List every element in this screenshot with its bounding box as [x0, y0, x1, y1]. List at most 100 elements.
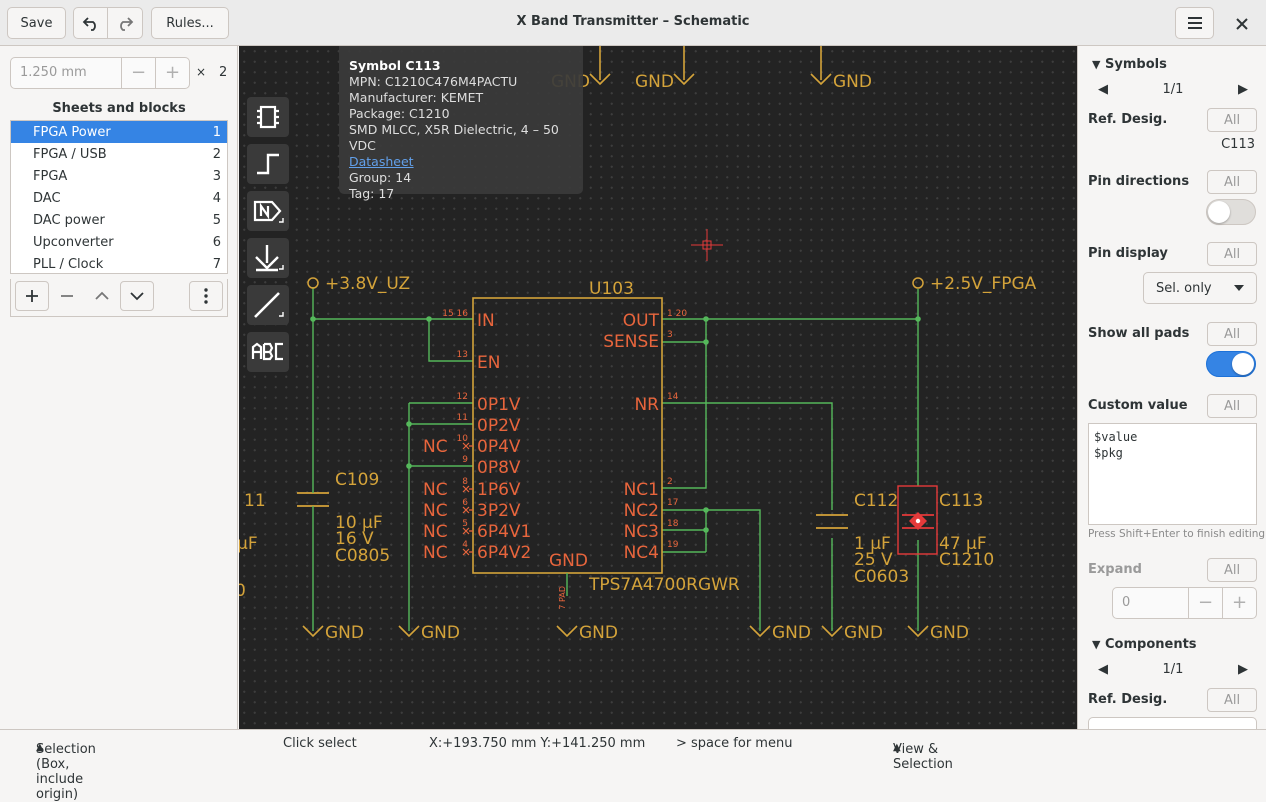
move-sheet-up-button[interactable]: [85, 281, 119, 311]
place-symbol-tool[interactable]: [247, 97, 289, 137]
svg-text:NC4: NC4: [624, 543, 659, 563]
pin-display-dropdown[interactable]: Sel. only: [1143, 272, 1257, 304]
nc-markers: [462, 442, 473, 556]
triangle-left-icon[interactable]: ◀: [1098, 662, 1108, 677]
save-button[interactable]: Save: [7, 7, 66, 39]
custom-value-textarea[interactable]: $value $pkg: [1088, 423, 1257, 525]
dropdown-arrow-icon: [1234, 285, 1244, 291]
ic-u103[interactable]: U103 TPS7A4700RGWR IN EN 0P1V 0P2V 0P4V …: [442, 279, 740, 610]
triangle-right-icon[interactable]: ▶: [1237, 662, 1248, 677]
place-power-symbol-tool[interactable]: [247, 238, 289, 278]
power-symbol-2v5[interactable]: +2.5V_FPGA: [912, 274, 1037, 294]
svg-text:12: 12: [457, 392, 468, 402]
expand-stepper[interactable]: 0 − +: [1112, 587, 1257, 619]
remove-sheet-button[interactable]: [50, 281, 84, 311]
capacitor-c109[interactable]: C109 10 µF 16 V C0805: [297, 470, 390, 566]
components-ref-desig-all-button[interactable]: All: [1207, 688, 1257, 712]
show-all-pads-all-button[interactable]: All: [1207, 322, 1257, 346]
move-sheet-down-button[interactable]: [120, 281, 154, 311]
draw-line-tool[interactable]: [247, 285, 289, 325]
svg-text:2: 2: [667, 477, 673, 487]
minus-icon[interactable]: −: [1188, 588, 1222, 618]
ic-gnd-pin-name: GND: [549, 551, 588, 571]
svg-text:NC: NC: [423, 480, 448, 500]
svg-text:0P8V: 0P8V: [477, 458, 521, 478]
ic-value: TPS7A4700RGWR: [588, 575, 740, 595]
grid-spacing-stepper[interactable]: 1.250 mm − +: [10, 57, 190, 89]
chevron-down-icon: [130, 292, 144, 301]
svg-text:3P2V: 3P2V: [477, 501, 521, 521]
sheet-more-button[interactable]: [189, 281, 223, 311]
nc-labels: NC NC NC NC NC: [423, 437, 448, 563]
svg-text:NC3: NC3: [624, 522, 659, 542]
pin-directions-all-button[interactable]: All: [1207, 170, 1257, 194]
gnd-symbol-top-2[interactable]: GND: [635, 46, 695, 92]
plus-icon[interactable]: +: [1222, 588, 1256, 618]
tooltip-title: Symbol C113: [349, 58, 441, 73]
gnd-symbol-top-3[interactable]: GND: [810, 46, 872, 92]
rules-button[interactable]: Rules...: [151, 7, 229, 39]
capacitor-c113-selected[interactable]: C113 47 µF C1210: [897, 485, 994, 570]
place-net-label-tool[interactable]: [247, 191, 289, 231]
custom-value-label: Custom value: [1088, 398, 1188, 413]
sheets-heading: Sheets and blocks: [52, 101, 186, 116]
text-abc-icon: [251, 342, 283, 361]
grid-multiplier[interactable]: 2: [219, 65, 228, 80]
expand-all-button[interactable]: All: [1207, 558, 1257, 582]
svg-text:17: 17: [667, 498, 678, 508]
partial-capacitor-left: 11 µF 0: [239, 491, 266, 601]
plus-icon[interactable]: +: [155, 58, 189, 88]
place-text-tool[interactable]: [247, 332, 289, 372]
net-label-icon: [253, 200, 284, 223]
grid-spacing-input[interactable]: 1.250 mm: [20, 65, 87, 80]
svg-text:GND: GND: [325, 623, 364, 643]
custom-value-all-button[interactable]: All: [1207, 394, 1257, 418]
svg-text:0P1V: 0P1V: [477, 395, 521, 415]
triangle-right-icon[interactable]: ▶: [1237, 82, 1248, 97]
svg-text:1P6V: 1P6V: [477, 480, 521, 500]
components-ref-desig-input[interactable]: [1088, 717, 1257, 729]
expand-input[interactable]: 0: [1122, 595, 1131, 610]
close-icon[interactable]: [1232, 14, 1252, 34]
svg-text:1 20: 1 20: [667, 309, 687, 319]
triangle-up-icon: ▲: [893, 742, 901, 753]
svg-text:18: 18: [667, 519, 679, 529]
svg-text:10 µF: 10 µF: [335, 513, 383, 533]
left-panel: 1.250 mm − + × 2 Sheets and blocks FPGA …: [0, 46, 238, 729]
undo-redo-group: [73, 7, 143, 39]
cursor-coordinates: X:+193.750 mm Y:+141.250 mm: [429, 736, 646, 751]
tooltip-datasheet-link[interactable]: Datasheet: [349, 154, 414, 169]
pin-display-all-button[interactable]: All: [1207, 242, 1257, 266]
pin-directions-toggle[interactable]: [1206, 199, 1256, 225]
symbol-tooltip: Symbol C113 MPN: C1210C476M4PACTU Manufa…: [339, 46, 583, 201]
svg-text:16 V: 16 V: [335, 529, 374, 549]
minus-icon[interactable]: −: [121, 58, 155, 88]
redo-icon[interactable]: [108, 8, 142, 38]
hamburger-menu-icon[interactable]: [1175, 7, 1214, 39]
power-symbol-3v8[interactable]: +3.8V_UZ: [307, 274, 410, 294]
sheet-toolbar: [10, 279, 228, 317]
gnd-symbols-bottom[interactable]: [302, 625, 929, 638]
svg-text:C109: C109: [335, 470, 379, 490]
kebab-menu-icon: [204, 288, 208, 304]
components-section-header[interactable]: ▼ Components: [1092, 637, 1197, 652]
ref-desig-value: C113: [1221, 137, 1255, 152]
capacitor-c112[interactable]: C112 1 µF 25 V C0603: [816, 491, 909, 587]
ref-desig-all-button[interactable]: All: [1207, 108, 1257, 132]
schematic-canvas[interactable]: GND GND GND +3.8V_UZ: [239, 46, 1077, 729]
space-menu-hint: > space for menu: [676, 736, 793, 751]
draw-net-tool[interactable]: [247, 144, 289, 184]
svg-text:GND: GND: [844, 623, 883, 643]
triangle-left-icon[interactable]: ◀: [1098, 82, 1108, 97]
add-sheet-button[interactable]: [15, 281, 49, 311]
symbols-section-header[interactable]: ▼ Symbols: [1092, 57, 1167, 72]
show-all-pads-toggle[interactable]: [1206, 351, 1256, 377]
undo-icon[interactable]: [74, 8, 108, 38]
